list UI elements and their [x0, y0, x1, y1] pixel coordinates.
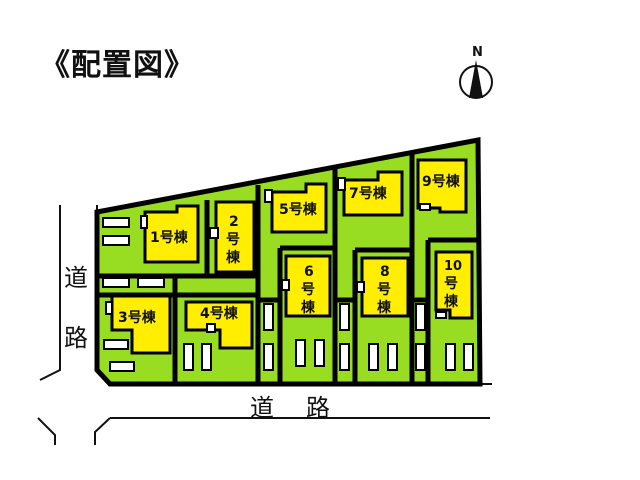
road-corner-left: [37, 417, 56, 445]
building-label-2a: 2: [229, 214, 239, 230]
house-2: [214, 200, 256, 274]
building-label-8a: 8: [380, 264, 390, 280]
house-1: [143, 204, 200, 264]
house-9: [416, 158, 468, 214]
page-title: 《配置図》: [40, 48, 195, 83]
parking-spaces: [102, 177, 474, 372]
building-label-6b: 号: [301, 282, 315, 298]
building-label-6c: 棟: [301, 299, 316, 316]
building-label-10a: 10: [444, 259, 462, 274]
house-6: [284, 254, 332, 318]
building-label-10c: 棟: [444, 293, 459, 310]
building-label-1: 1号棟: [150, 229, 189, 246]
south-road-label: 道 路: [250, 394, 334, 422]
house-4: [184, 300, 254, 350]
road-corner-right: [94, 417, 111, 445]
building-label-9: 9号棟: [422, 173, 461, 190]
west-road-label-1: 道: [64, 264, 88, 292]
building-label-7: 7号棟: [349, 185, 388, 202]
building-label-2b: 号: [226, 232, 240, 248]
building-label-6a: 6: [304, 264, 314, 280]
west-road-edge: [39, 205, 61, 381]
building-label-8c: 棟: [377, 299, 392, 316]
building-label-3: 3号棟: [118, 309, 157, 326]
houses: [110, 158, 474, 355]
house-5: [270, 182, 328, 234]
north-compass-icon: N: [459, 45, 493, 99]
building-label-10b: 号: [444, 276, 458, 292]
house-3: [110, 294, 172, 355]
building-label-2c: 棟: [226, 249, 241, 266]
house-7: [342, 170, 404, 217]
house-8: [360, 256, 410, 318]
building-label-4: 4号棟: [200, 305, 239, 322]
building-label-5: 5号棟: [279, 201, 318, 218]
building-label-8b: 号: [377, 282, 391, 298]
house-10: [434, 250, 474, 320]
west-road-label-2: 路: [64, 324, 88, 352]
compass-label: N: [472, 45, 483, 60]
